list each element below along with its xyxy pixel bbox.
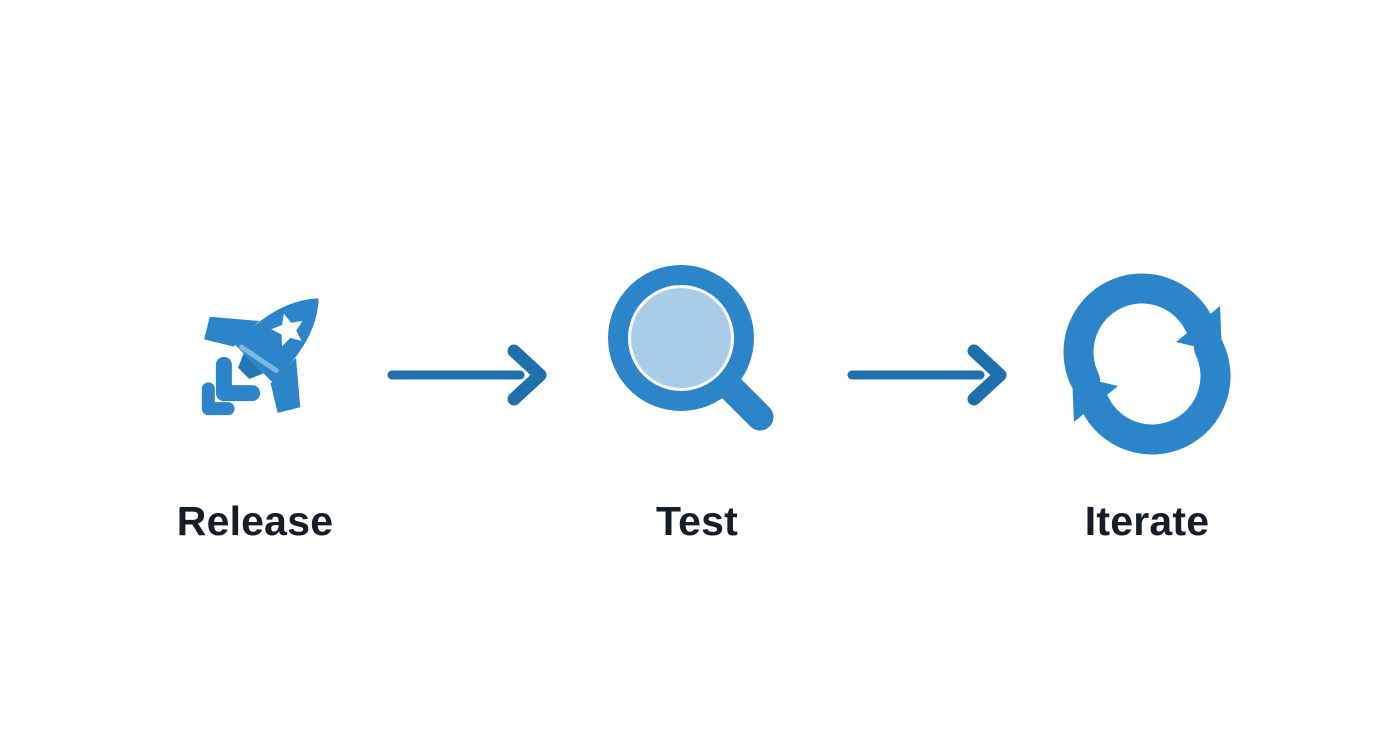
magnifier-icon — [597, 262, 797, 462]
cycle-icon — [1047, 262, 1247, 462]
step-release: Release — [125, 262, 385, 545]
step-label-release: Release — [176, 498, 334, 544]
step-label-iterate: Iterate — [1084, 498, 1210, 544]
step-iterate: Iterate — [1017, 262, 1277, 545]
step-test: Test — [567, 262, 827, 545]
right-arrow-icon — [384, 340, 554, 410]
rocket-icon — [155, 262, 355, 462]
right-arrow-icon — [844, 340, 1014, 410]
step-label-test: Test — [655, 498, 739, 544]
